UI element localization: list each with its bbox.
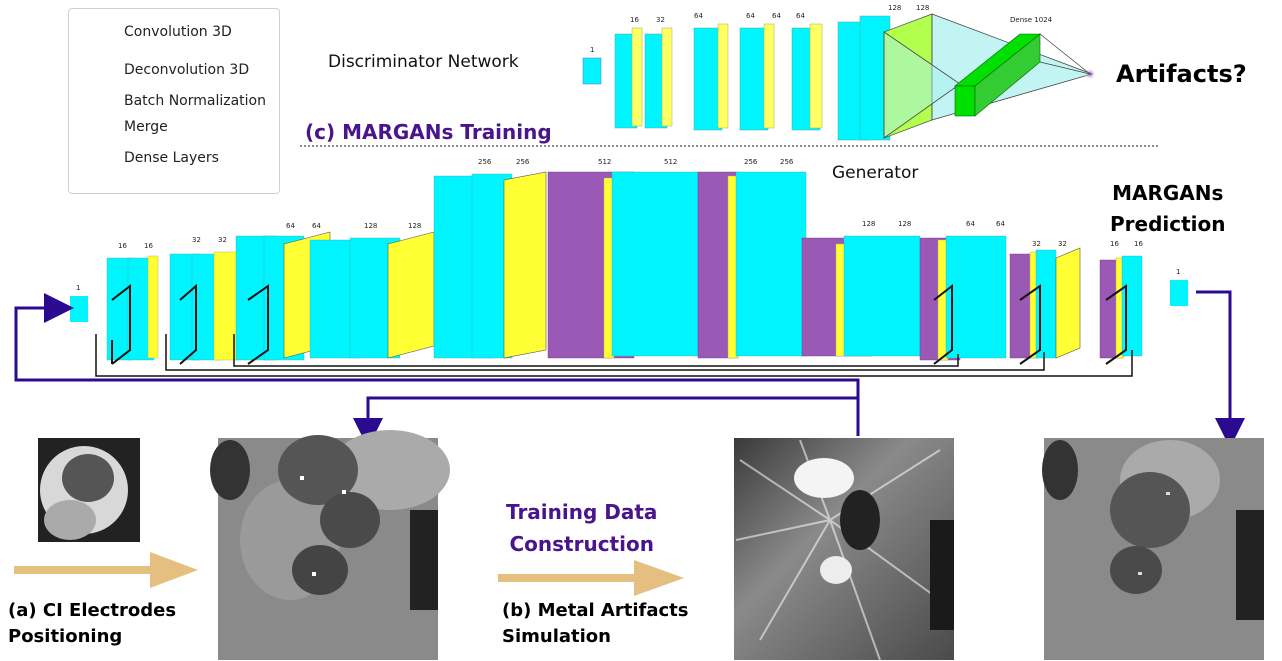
gen-channel-label: 512 [664, 158, 677, 166]
gen-channel-label: 256 [478, 158, 492, 166]
gen-bn-block [503, 171, 547, 359]
gen-channel-label: 256 [780, 158, 794, 166]
step-b-label: (b) Metal Artifacts Simulation [502, 598, 688, 650]
legend-label: Merge [124, 119, 168, 135]
gen-channel-label: 128 [898, 220, 911, 228]
gen-channel-label: 1 [1176, 268, 1180, 276]
gen-channel-label: 128 [364, 222, 377, 230]
disc-channel-label: 16 [630, 16, 639, 24]
step-a-line: (a) CI Electrodes [8, 600, 177, 621]
gen-conv-block [843, 235, 921, 357]
gen-conv-block [611, 171, 699, 357]
gen-channel-label: 16 [144, 242, 153, 250]
gen-channel-label: 16 [1134, 240, 1143, 248]
disc-bn-block [763, 23, 775, 129]
gen-channel-label: 256 [516, 158, 530, 166]
step-b-line: Simulation [502, 626, 611, 647]
skip-connections [95, 334, 1133, 377]
gen-channel-label: 32 [218, 236, 227, 244]
merge-lines [111, 283, 1127, 365]
gen-bn-block [1055, 247, 1081, 359]
gen-channel-label: 128 [408, 222, 421, 230]
disc-channel-label: 1 [590, 46, 594, 54]
prediction-ct-image [1042, 438, 1264, 660]
gen-channel-label: 64 [286, 222, 295, 230]
gen-input-block [70, 296, 88, 322]
blue-arrows [14, 290, 1245, 448]
gen-channel-label: 16 [1110, 240, 1119, 248]
dense-layer-front [954, 85, 976, 117]
gen-bn-block [147, 255, 159, 359]
generator-title: Generator [832, 163, 919, 183]
artifacts-question: Artifacts? [1116, 60, 1247, 88]
gen-channel-label: 512 [598, 158, 611, 166]
gen-channel-label: 16 [118, 242, 127, 250]
prediction-title-line: Prediction [1110, 212, 1226, 236]
disc-channel-label: 128 [916, 4, 929, 12]
gen-channel-labels: 1 16 16 32 32 64 64 128 128 256 256 512 … [76, 158, 1180, 292]
gen-channel-label: 64 [996, 220, 1005, 228]
discriminator-blocks [582, 13, 1096, 141]
gen-channel-label: 32 [1032, 240, 1041, 248]
disc-channel-labels: 1 16 32 64 64 64 64 128 128 Dense 1024 [590, 4, 1053, 54]
training-data-line: Construction [509, 532, 654, 556]
tan-arrows [14, 552, 684, 596]
gen-channel-label: 128 [862, 220, 875, 228]
step-b-line: (b) Metal Artifacts [502, 600, 689, 621]
gen-output-block [1170, 280, 1188, 306]
dense-label: Dense 1024 [1010, 16, 1053, 24]
disc-conv-block [739, 27, 769, 131]
step-a-line: Positioning [8, 626, 123, 647]
disc-channel-label: 64 [796, 12, 805, 20]
small-ct-image [38, 438, 140, 542]
legend [68, 8, 280, 194]
legend-label: Batch Normalization [124, 93, 266, 109]
gen-channel-label: 256 [744, 158, 758, 166]
gen-channel-label: 1 [76, 284, 80, 292]
legend-label: Deconvolution 3D [124, 62, 250, 78]
artifact-ct-image [734, 438, 954, 661]
gen-conv-block [945, 235, 1007, 359]
disc-bn-block [631, 27, 643, 127]
legend-label: Convolution 3D [124, 24, 232, 40]
training-title: (c) MARGANs Training [305, 120, 552, 144]
disc-conv-block [693, 27, 723, 131]
generator-blocks [70, 171, 1188, 361]
prediction-title-line: MARGANs [1112, 181, 1224, 205]
gen-bn-block [387, 231, 435, 359]
legend-label: Dense Layers [124, 150, 219, 166]
discriminator-title: Discriminator Network [328, 52, 519, 72]
disc-bn-block [809, 23, 823, 129]
disc-channel-label: 128 [888, 4, 901, 12]
ct-images [38, 430, 1264, 661]
gen-channel-label: 32 [192, 236, 201, 244]
training-data-label: Training Data Construction [506, 496, 657, 560]
step-a-label: (a) CI Electrodes Positioning [8, 598, 176, 650]
disc-bn-block [661, 27, 673, 127]
gen-conv-block [735, 171, 807, 357]
disc-channel-label: 32 [656, 16, 665, 24]
gen-channel-label: 64 [966, 220, 975, 228]
clean-ct-image [210, 430, 450, 660]
disc-channel-label: 64 [694, 12, 703, 20]
prediction-title: MARGANs Prediction [1110, 178, 1226, 240]
gen-channel-label: 32 [1058, 240, 1067, 248]
training-data-line: Training Data [506, 500, 658, 524]
gen-channel-label: 64 [312, 222, 321, 230]
disc-channel-label: 64 [746, 12, 755, 20]
disc-input-block [582, 57, 602, 85]
disc-channel-label: 64 [772, 12, 781, 20]
disc-bn-block [717, 23, 729, 129]
